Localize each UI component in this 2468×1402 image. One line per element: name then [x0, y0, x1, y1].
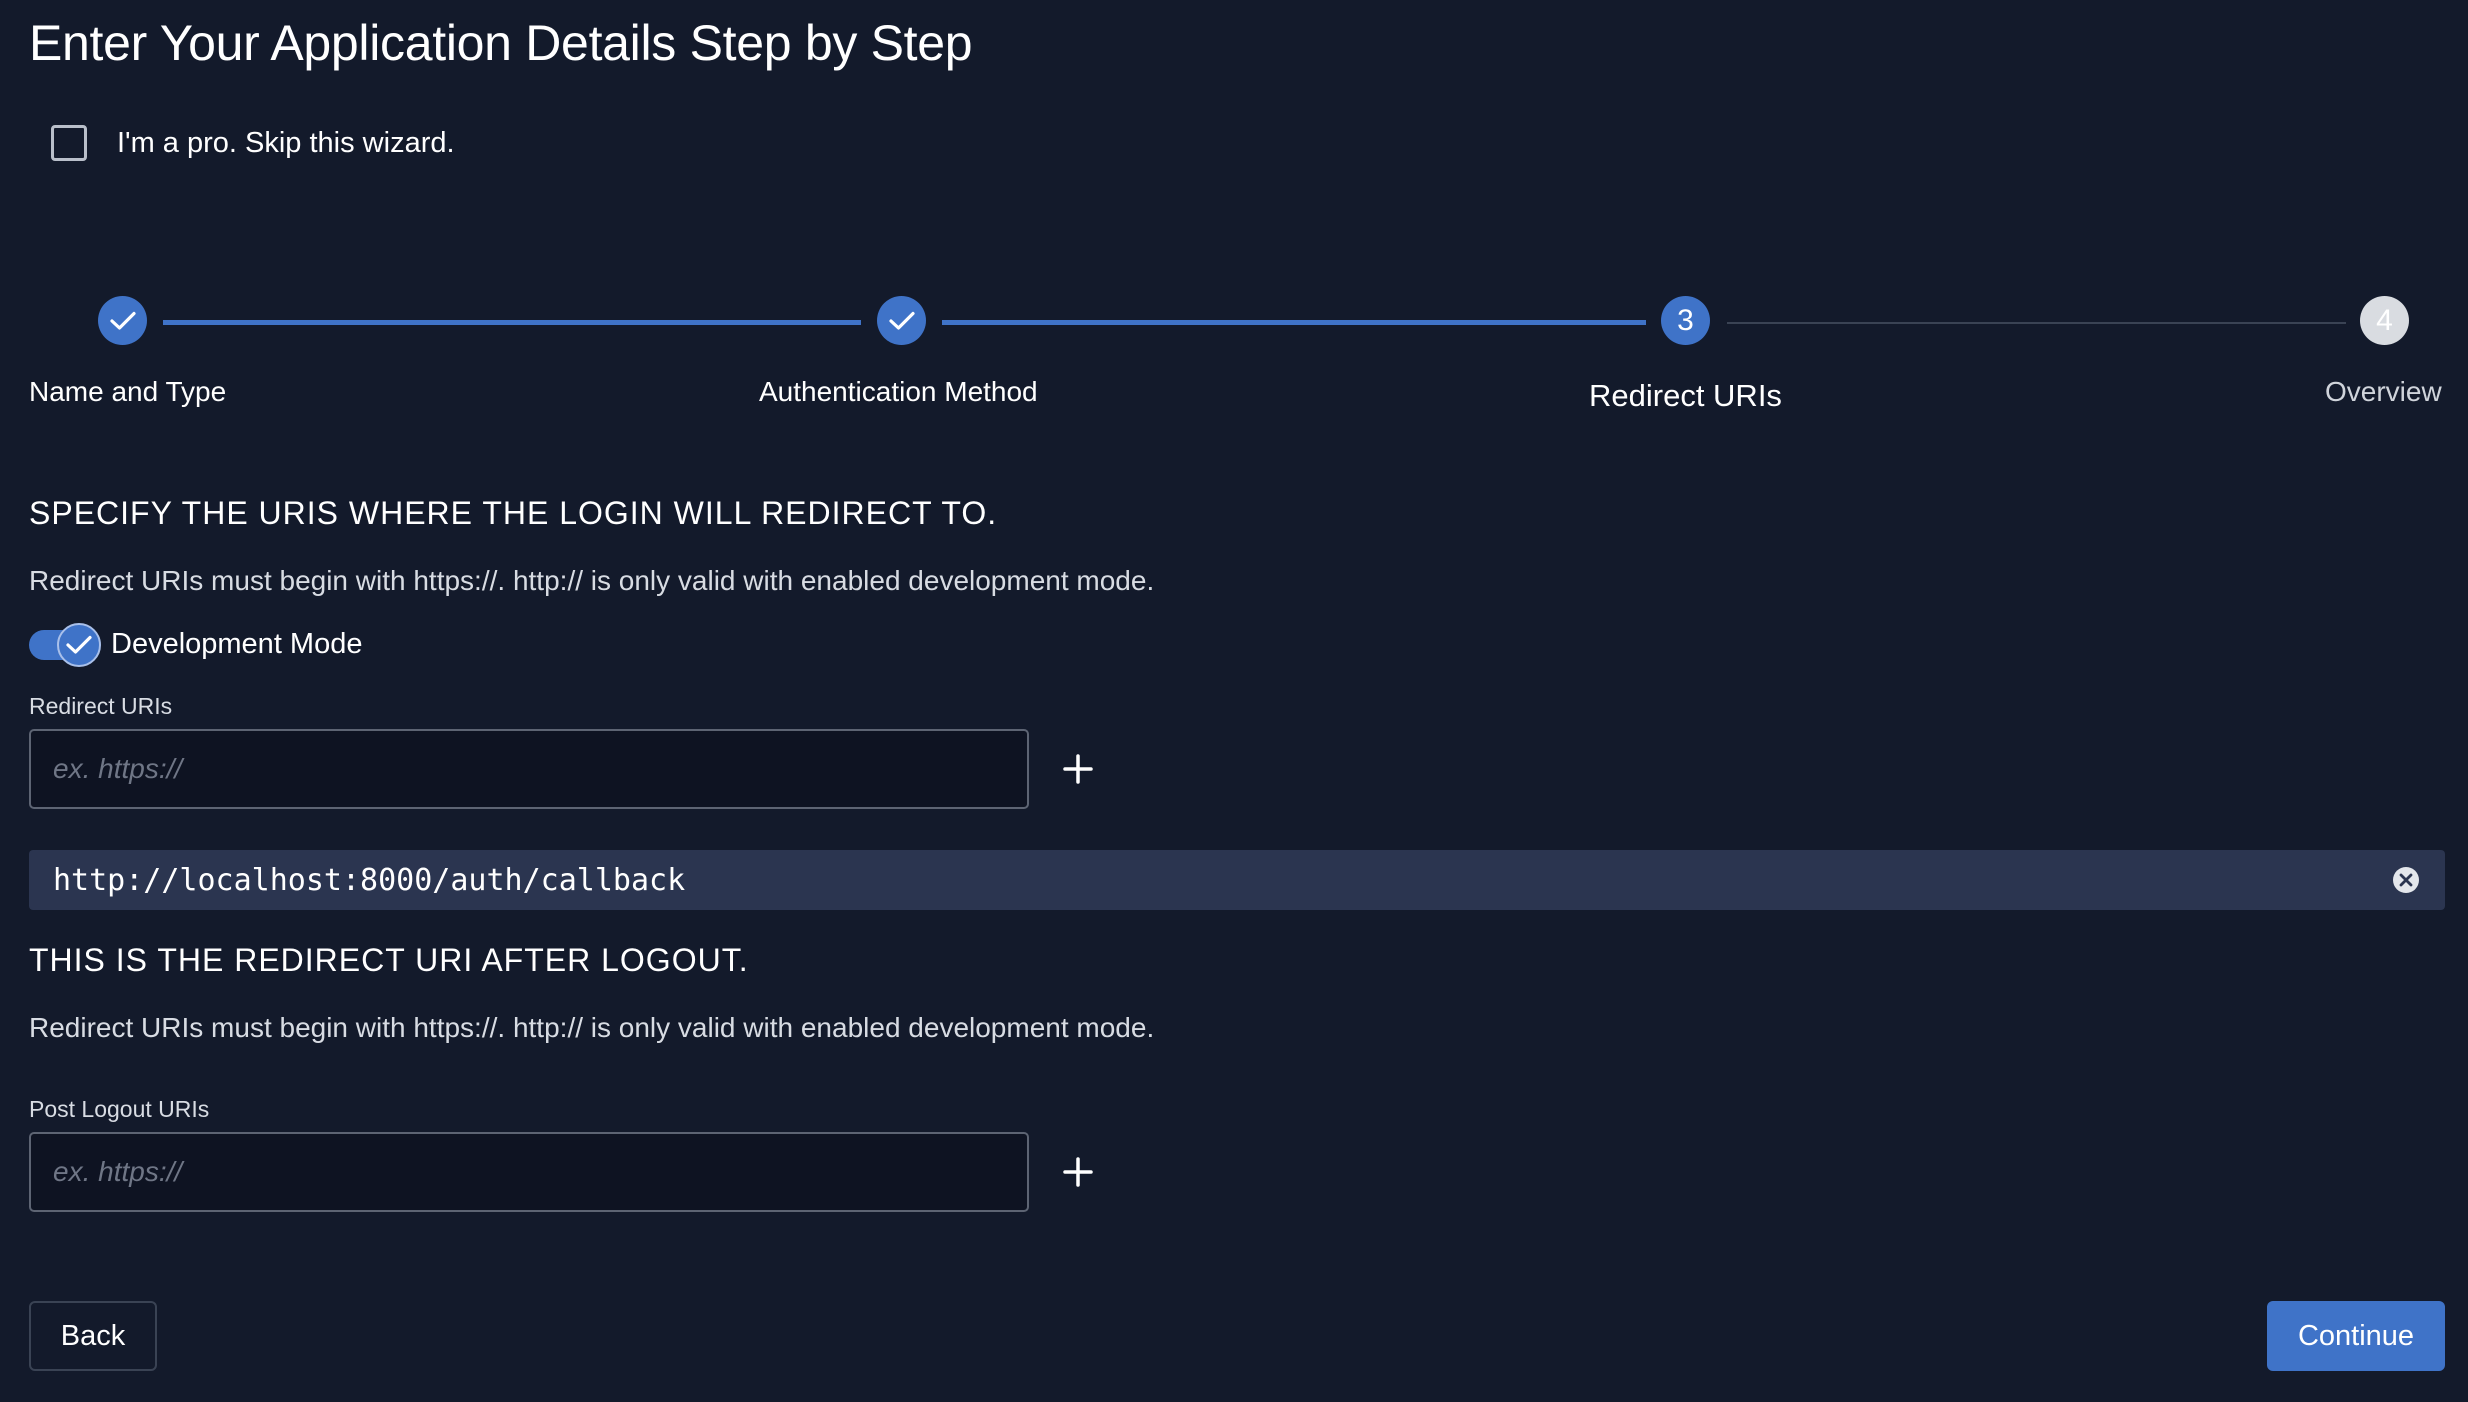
step-1-indicator[interactable] [98, 296, 147, 345]
step-3-label: Redirect URIs [1589, 378, 1782, 413]
development-mode-label: Development Mode [111, 628, 363, 660]
skip-wizard-checkbox[interactable] [51, 125, 87, 161]
check-icon [109, 311, 136, 330]
redirect-uri-input[interactable] [29, 729, 1029, 809]
check-icon [888, 311, 915, 330]
close-icon[interactable] [2391, 865, 2421, 895]
step-1-label: Name and Type [29, 376, 227, 407]
step-3-indicator[interactable]: 3 [1661, 296, 1710, 345]
redirect-uri-value: http://localhost:8000/auth/callback [53, 862, 686, 898]
page-title: Enter Your Application Details Step by S… [29, 15, 973, 71]
step-connector-2 [942, 320, 1646, 325]
redirect-section-heading: SPECIFY THE URIS WHERE THE LOGIN WILL RE… [29, 495, 998, 531]
skip-wizard-row: I'm a pro. Skip this wizard. [51, 125, 455, 161]
step-4-indicator[interactable]: 4 [2360, 296, 2409, 345]
logout-section-description: Redirect URIs must begin with https://. … [29, 1012, 1155, 1043]
step-connector-1 [163, 320, 861, 325]
add-post-logout-uri-button[interactable] [1058, 1152, 1098, 1192]
development-mode-toggle[interactable] [29, 622, 101, 667]
plus-icon [1063, 754, 1093, 784]
logout-section-heading: THIS IS THE REDIRECT URI AFTER LOGOUT. [29, 942, 749, 978]
toggle-knob [57, 622, 101, 667]
step-2-indicator[interactable] [877, 296, 926, 345]
stepper: 3 4 Name and Type Authentication Method … [0, 290, 2468, 430]
continue-button[interactable]: Continue [2267, 1301, 2445, 1371]
redirect-uri-chip: http://localhost:8000/auth/callback [29, 850, 2445, 910]
check-icon [66, 635, 92, 654]
plus-icon [1063, 1157, 1093, 1187]
skip-wizard-label[interactable]: I'm a pro. Skip this wizard. [117, 126, 455, 159]
post-logout-uris-label: Post Logout URIs [29, 1096, 210, 1122]
step-4-label: Overview [2325, 376, 2442, 407]
step-2-label: Authentication Method [759, 376, 1038, 407]
redirect-uris-label: Redirect URIs [29, 693, 173, 719]
back-button[interactable]: Back [29, 1301, 157, 1371]
post-logout-uri-input[interactable] [29, 1132, 1029, 1212]
redirect-section-description: Redirect URIs must begin with https://. … [29, 565, 1155, 596]
step-3-number: 3 [1677, 303, 1694, 337]
add-redirect-uri-button[interactable] [1058, 749, 1098, 789]
step-connector-3 [1727, 322, 2346, 324]
development-mode-row: Development Mode [29, 622, 363, 667]
step-4-number: 4 [2376, 303, 2393, 337]
